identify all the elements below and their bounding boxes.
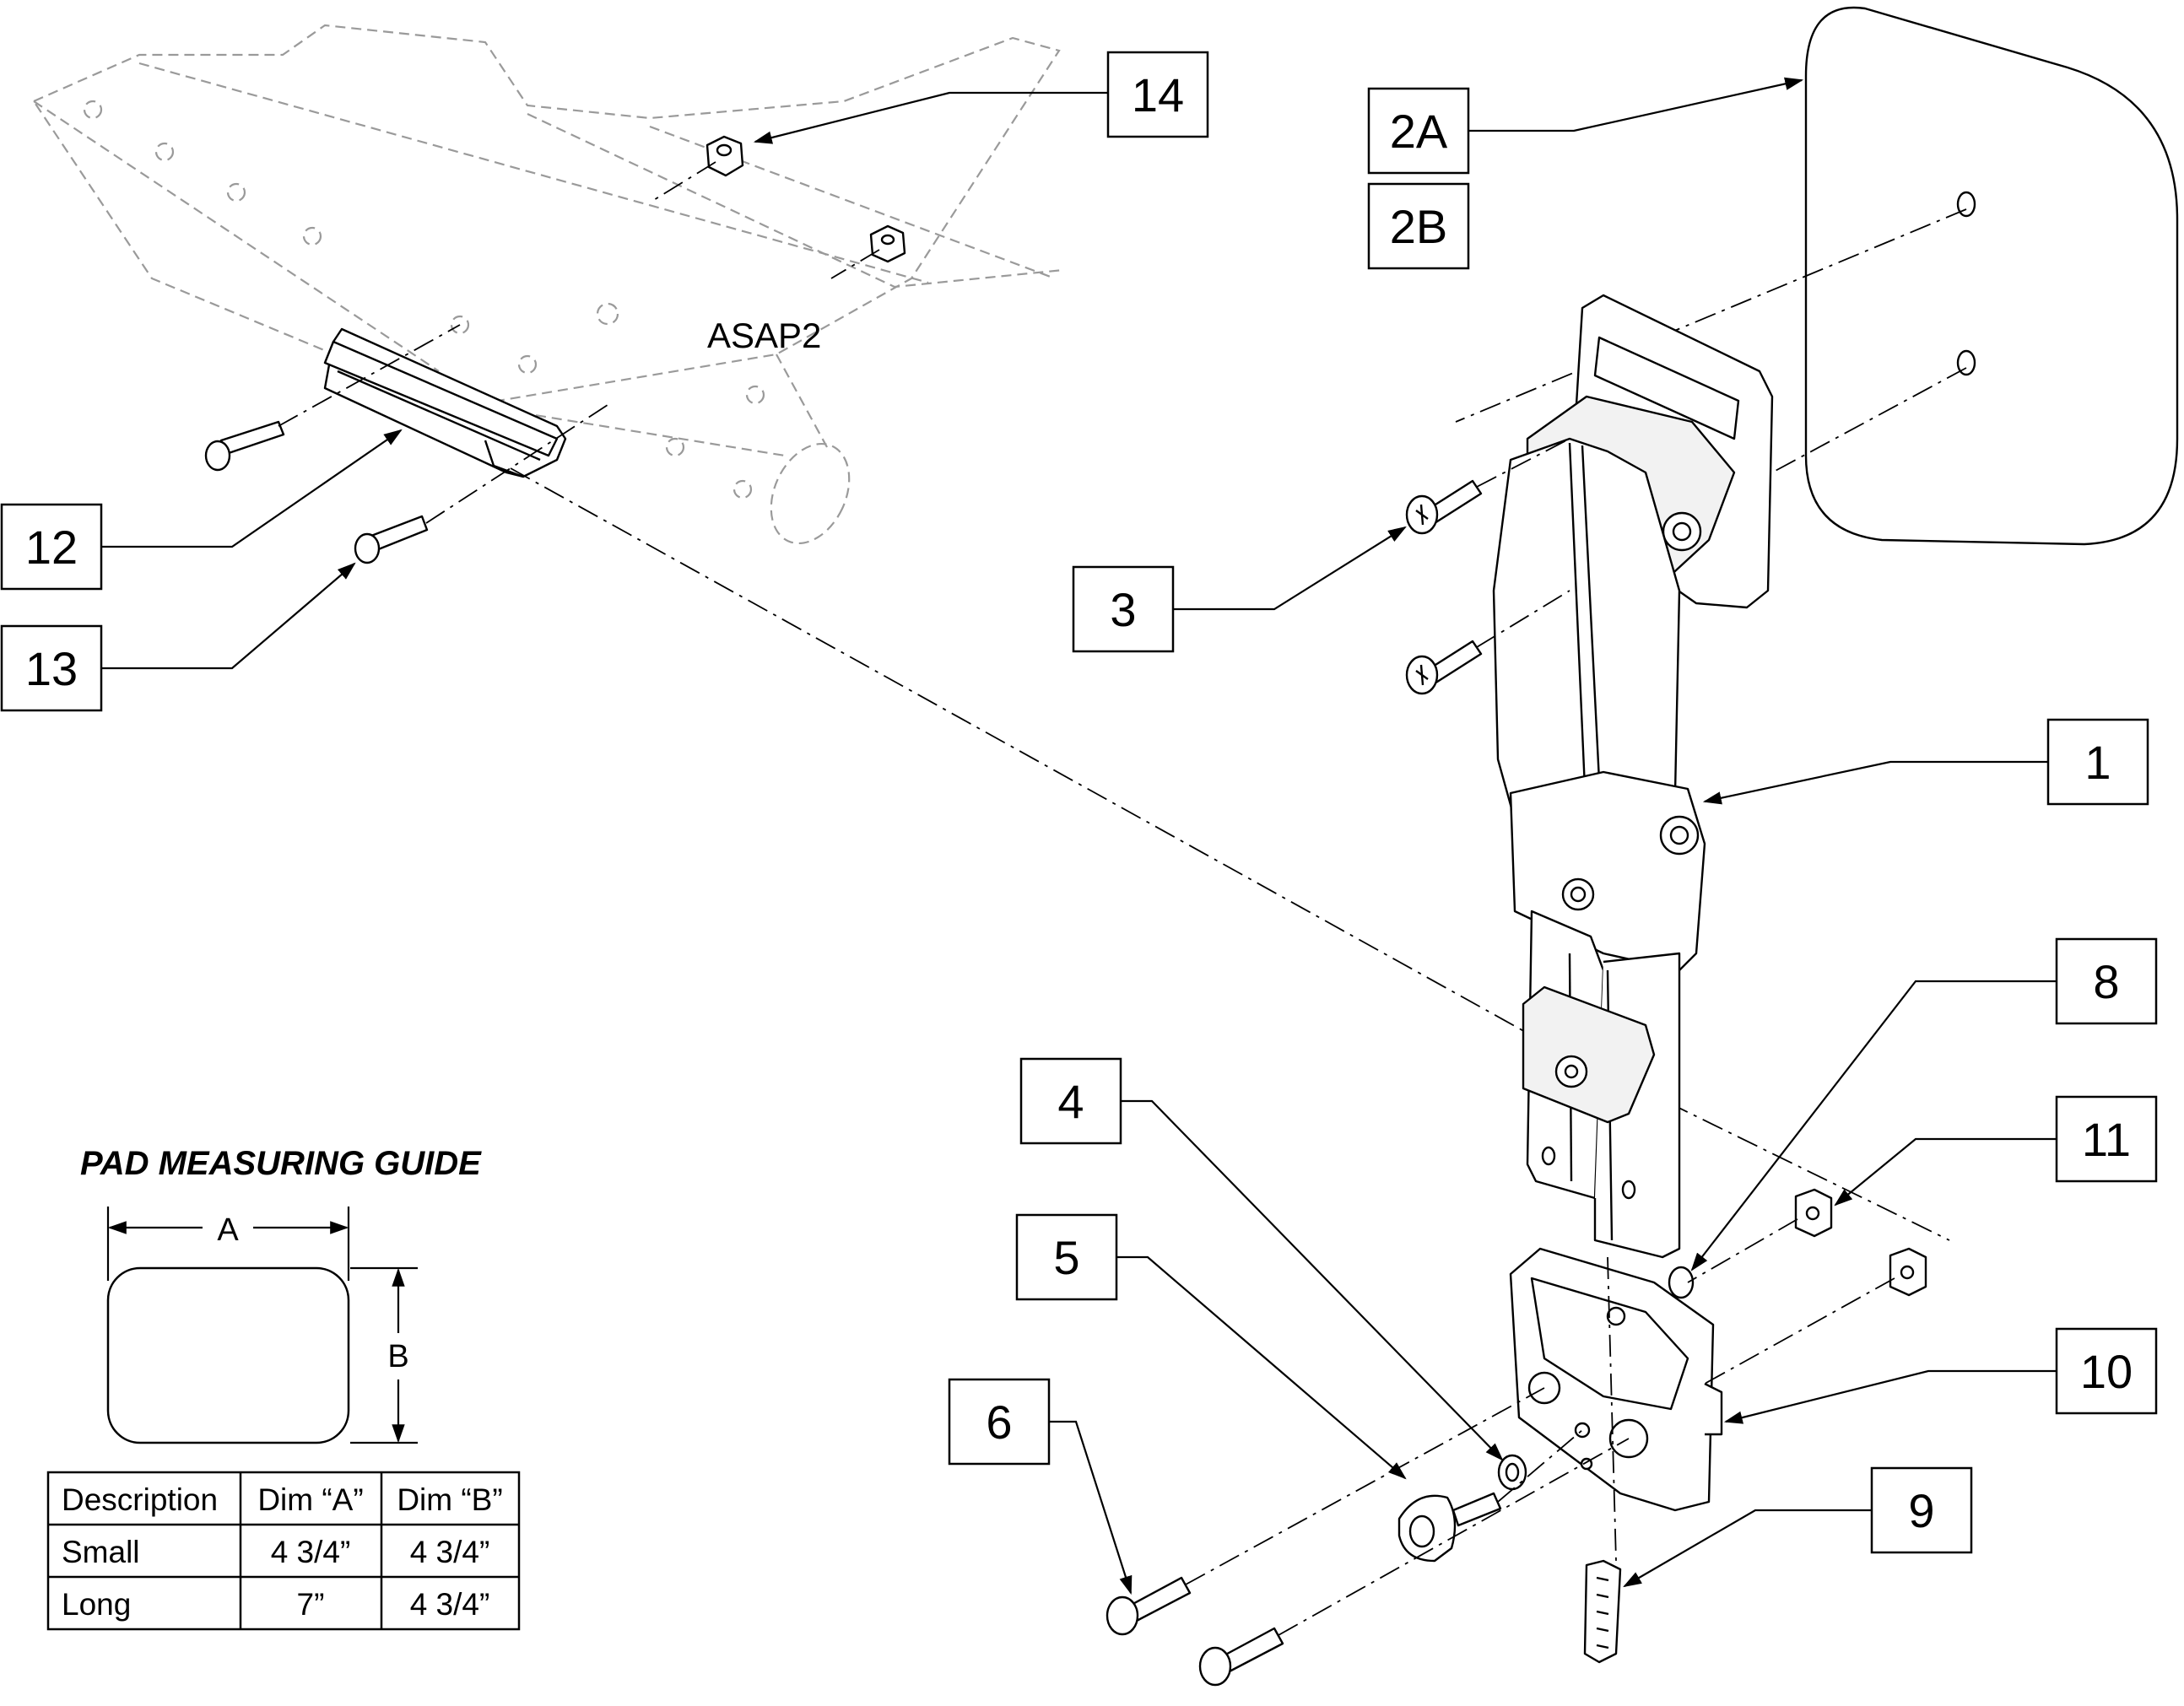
callout-4: 4 <box>1057 1075 1084 1128</box>
leader-5 <box>1116 1255 1407 1480</box>
callout-11-box <box>2055 1095 2158 1183</box>
callout-2a: 2A <box>1390 105 1448 158</box>
assembly-label: ASAP2 <box>707 316 821 355</box>
dim-b-extension <box>350 1266 418 1444</box>
leader-13 <box>101 562 356 670</box>
callout-12: 12 <box>25 521 78 574</box>
hex-nut-14b <box>869 224 906 263</box>
callout-3-box <box>1072 565 1175 653</box>
cap-screw-3-lower <box>1405 640 1483 695</box>
table-cell-long-description: Long <box>62 1587 131 1622</box>
callout-2a-box <box>1367 87 1470 175</box>
table-cell-long-dim-b: 4 3/4” <box>410 1587 490 1622</box>
leader-6 <box>1049 1420 1133 1595</box>
pad-2a-2b <box>1804 6 2179 546</box>
dim-b-label: B <box>387 1339 408 1374</box>
cap-screw-6-upper <box>1106 1576 1192 1636</box>
callout-5: 5 <box>1053 1231 1079 1284</box>
table-cell-long-dim-a: 7” <box>297 1587 325 1622</box>
t-nut-11b <box>1889 1247 1927 1297</box>
thumb-knob-5 <box>1397 1492 1502 1563</box>
leader-14 <box>753 91 1108 144</box>
callout-1-box <box>2046 718 2149 806</box>
dim-a-label: A <box>217 1212 239 1248</box>
rack-nut-9 <box>1583 1559 1622 1664</box>
guide-title: PAD MEASURING GUIDE <box>80 1145 482 1182</box>
leader-4 <box>1121 1099 1504 1461</box>
callout-8-box <box>2055 937 2158 1025</box>
callout-2b: 2B <box>1390 200 1448 253</box>
leader-11 <box>1834 1137 2057 1207</box>
washer-4 <box>1497 1454 1527 1491</box>
callout-14-box <box>1106 51 1209 138</box>
callout-2b-box <box>1367 182 1470 270</box>
table-cell-small-dim-a: 4 3/4” <box>271 1535 351 1569</box>
table-cell-small-description: Small <box>62 1535 140 1569</box>
leader-8 <box>1690 980 2057 1271</box>
leader-10 <box>1723 1369 2057 1424</box>
table-header-dim-b: Dim “B” <box>397 1482 502 1517</box>
leader-9 <box>1623 1509 1872 1588</box>
callout-10: 10 <box>2080 1345 2133 1398</box>
dimension-table <box>46 1471 521 1631</box>
leader-3 <box>1173 526 1407 611</box>
callout-11: 11 <box>2082 1113 2131 1166</box>
callout-1: 1 <box>2084 736 2111 789</box>
asap2-bracket-ghost <box>32 24 1064 545</box>
button-screw-upper <box>204 420 285 472</box>
callout-6: 6 <box>986 1396 1012 1449</box>
set-screw-8 <box>1668 1266 1695 1299</box>
callout-10-box <box>2055 1327 2158 1415</box>
hex-nut-14a <box>705 135 744 177</box>
table-cell-small-dim-b: 4 3/4” <box>410 1535 490 1569</box>
t-nut-11a <box>1794 1188 1833 1238</box>
callout-13-box <box>0 624 103 712</box>
callout-9: 9 <box>1908 1484 1934 1537</box>
dim-a-extension <box>106 1207 350 1281</box>
hardware-arm-1 <box>1492 294 1774 1259</box>
callout-14: 14 <box>1132 68 1184 121</box>
callout-4-box <box>1019 1057 1122 1145</box>
table-header-dim-a: Dim “A” <box>257 1482 363 1517</box>
callout-12-box <box>0 503 103 591</box>
cap-screw-6-lower <box>1198 1627 1284 1687</box>
leader-1 <box>1702 760 2048 805</box>
callout-5-box <box>1015 1213 1118 1301</box>
callout-3: 3 <box>1110 583 1136 636</box>
callout-13: 13 <box>25 642 78 695</box>
clamp-bar-12 <box>323 327 567 478</box>
pad-outline <box>106 1266 350 1444</box>
leader-12 <box>101 429 403 548</box>
table-header-description: Description <box>62 1482 218 1517</box>
callout-8: 8 <box>2093 955 2119 1008</box>
button-screw-lower <box>354 515 429 564</box>
leader-2a <box>1468 77 1804 132</box>
cap-screw-3-upper <box>1405 479 1483 535</box>
